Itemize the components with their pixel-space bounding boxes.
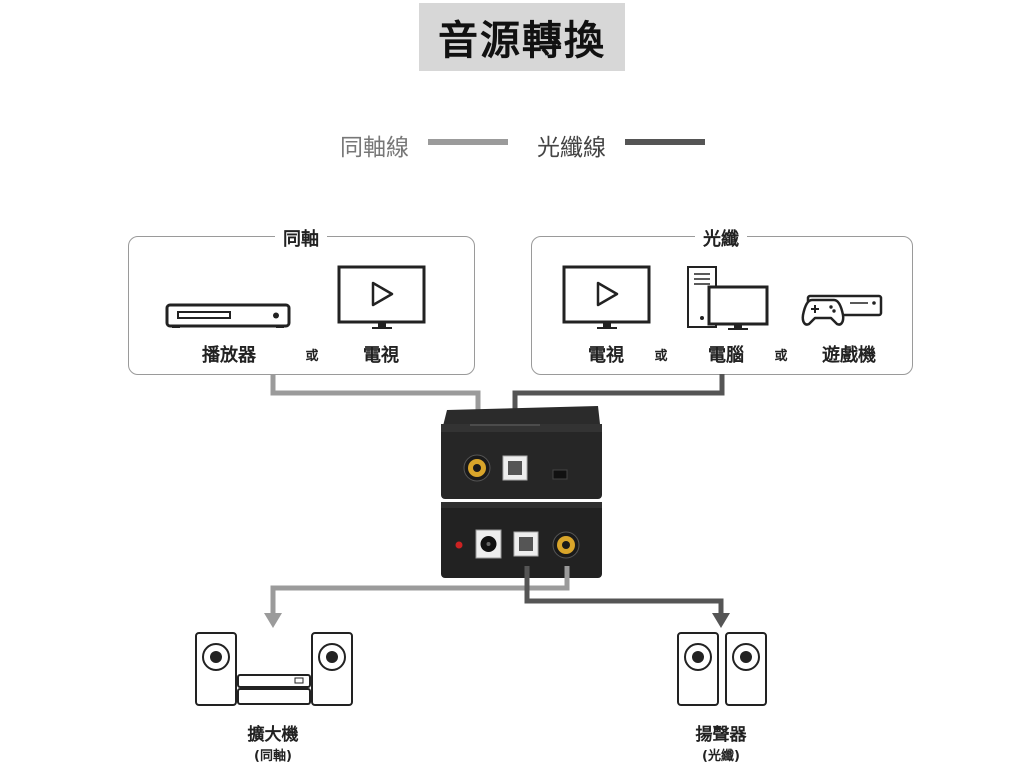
optical-output-arrowhead (712, 613, 730, 628)
or-separator: 或 (774, 349, 788, 364)
legend-optical-line (625, 139, 705, 145)
player-icon (165, 303, 291, 328)
output-sub-amplifier: (同軸) (254, 749, 292, 764)
game-console-icon (801, 294, 883, 326)
computer-icon (687, 266, 769, 330)
legend-coaxial-label: 同軸線 (340, 135, 409, 161)
output-label-speakers: 揚聲器 (695, 725, 747, 745)
or-separator: 或 (305, 349, 319, 364)
device-label-player: 播放器 (202, 345, 256, 366)
tv-icon (562, 265, 651, 329)
legend-coaxial-line (428, 139, 508, 145)
converter-output-panel (441, 502, 602, 578)
speakers-icon (677, 632, 767, 706)
or-separator: 或 (654, 349, 668, 364)
optical-output-cable (524, 566, 724, 615)
device-label-tv: 電視 (363, 345, 399, 366)
device-label-game-console: 遊戲機 (822, 345, 876, 366)
coaxial-group-title: 同軸 (275, 225, 327, 251)
device-label-computer: 電腦 (708, 345, 744, 366)
tv-icon (337, 265, 426, 329)
coaxial-output-cable (270, 566, 570, 615)
optical-group-title: 光纖 (695, 225, 747, 251)
converter-input-panel (441, 406, 602, 499)
coaxial-output-arrowhead (264, 613, 282, 628)
amplifier-icon (195, 632, 353, 706)
page-title: 音源轉換 (419, 3, 625, 71)
legend-optical-label: 光纖線 (537, 135, 606, 161)
output-label-amplifier: 擴大機 (247, 725, 299, 745)
device-label-tv: 電視 (588, 345, 624, 366)
output-sub-speakers: (光纖) (702, 749, 740, 764)
